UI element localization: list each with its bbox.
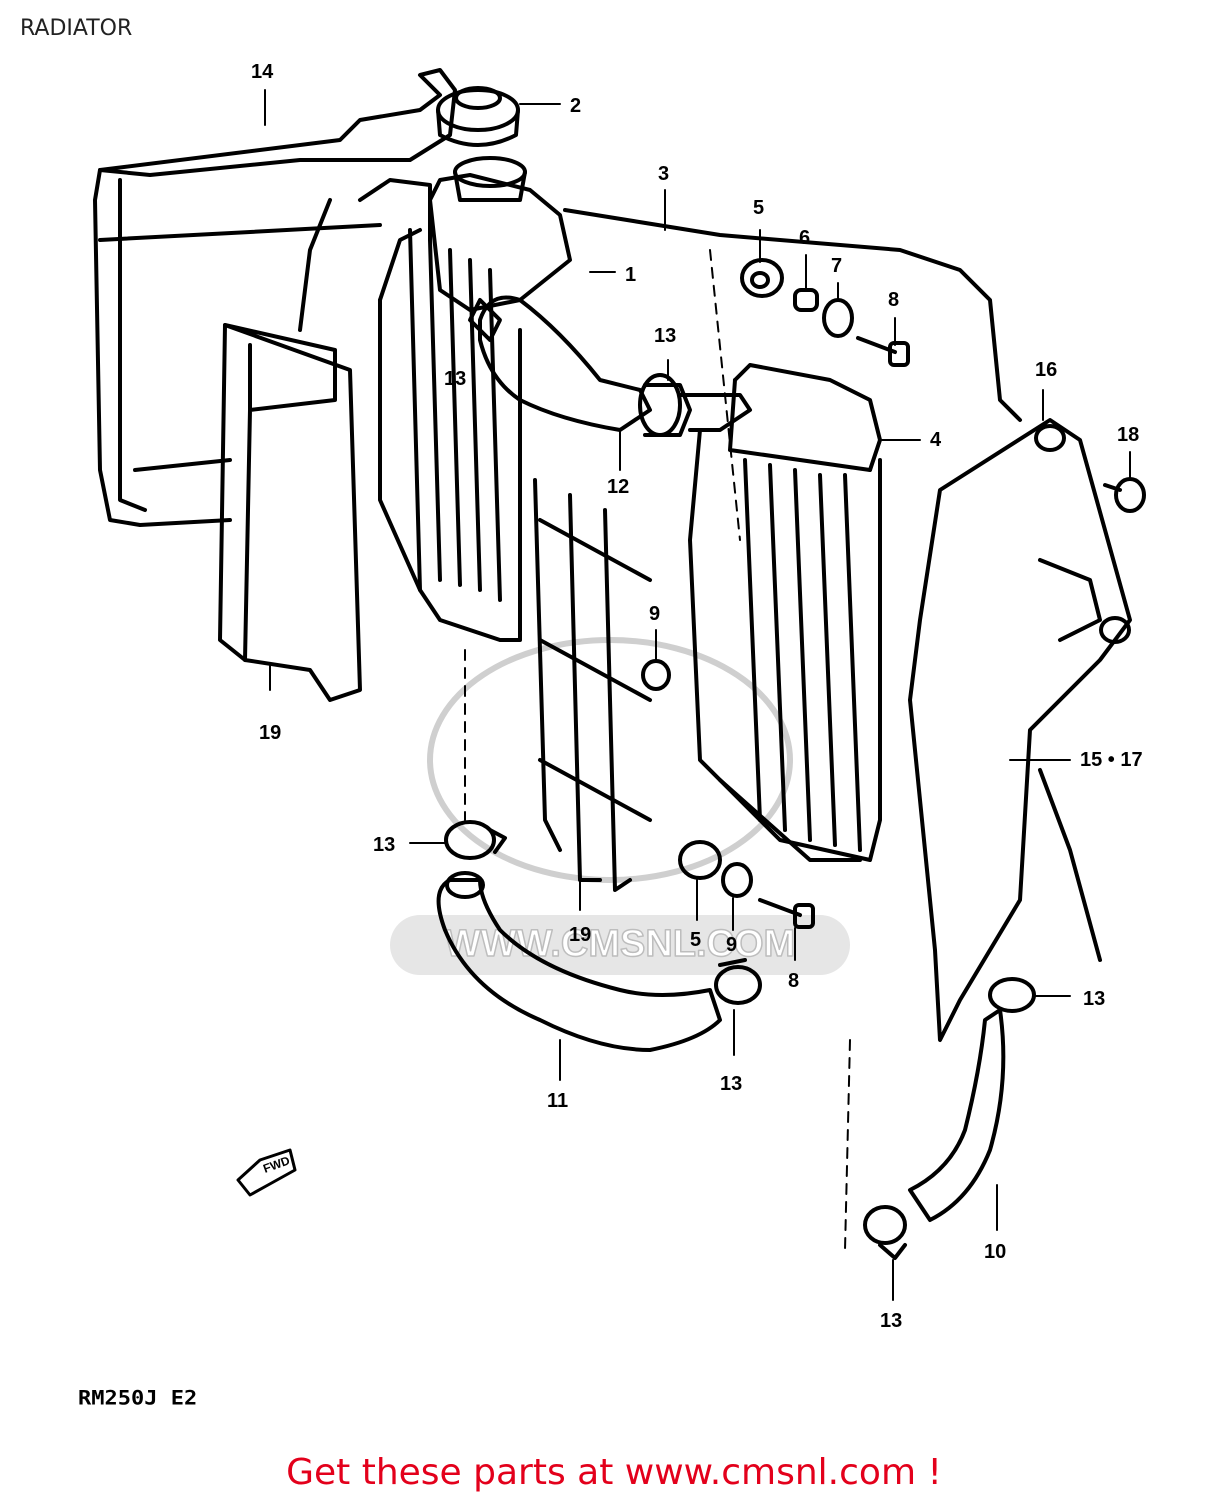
side-shroud-part-15-17 <box>908 418 1132 1042</box>
hose-clamp-left-part-13 <box>444 820 507 860</box>
callout-18: 18 <box>1117 424 1139 446</box>
callout-4: 4 <box>930 429 942 451</box>
callout-5-bottom: 5 <box>690 929 701 951</box>
tube-part-3 <box>563 208 1022 422</box>
callout-6: 6 <box>799 227 810 249</box>
callout-13-bottom: 13 <box>880 1310 902 1332</box>
hose-clamp-lower-part-13 <box>714 958 762 1005</box>
hose-part-11 <box>436 871 722 1052</box>
hose-part-10 <box>908 977 1036 1222</box>
guard-left-part-19 <box>218 323 362 702</box>
callout-13-lower: 13 <box>720 1073 742 1095</box>
callout-13-right: 13 <box>1083 988 1105 1010</box>
callout-11: 11 <box>547 1090 568 1112</box>
callout-2: 2 <box>570 95 581 117</box>
callout-12: 12 <box>607 476 629 498</box>
bolt-part-18 <box>1103 477 1146 513</box>
callout-7: 7 <box>831 255 842 277</box>
model-code: RM250J E2 <box>78 1387 198 1410</box>
forward-arrow-icon <box>236 1148 297 1197</box>
radiator-right-part-4 <box>688 363 882 862</box>
grommet-part-5-top <box>740 258 784 298</box>
hose-upper-connector <box>678 393 752 432</box>
grommet-part-5-bottom <box>678 840 722 880</box>
bolt-part-8-bottom <box>758 898 815 929</box>
callout-leader-lines <box>264 89 1131 1301</box>
washer-part-9-bottom <box>721 862 753 898</box>
watermark-text: WWW.CMSNL.COM <box>445 923 795 965</box>
callout-13-top: 13 <box>654 325 676 347</box>
callout-14: 14 <box>251 61 274 83</box>
promo-link-text[interactable]: Get these parts at www.cmsnl.com ! <box>286 1452 942 1493</box>
radiator-left-part-1 <box>378 156 572 642</box>
callout-9-bottom: 9 <box>726 934 737 956</box>
callout-19-left: 19 <box>259 722 281 744</box>
callout-10: 10 <box>984 1241 1006 1263</box>
callout-8-top: 8 <box>888 289 899 311</box>
hose-part-12 <box>468 295 652 432</box>
washer-part-9-middle <box>641 659 671 691</box>
callout-1: 1 <box>625 264 636 286</box>
hose-clamp-bottom-part-13 <box>863 1205 907 1260</box>
bolt-part-8-top <box>856 336 910 367</box>
callout-9-middle: 9 <box>649 603 660 625</box>
shroud-frame-part-14 <box>93 68 457 527</box>
callout-3: 3 <box>658 163 669 185</box>
radiator-cap-part-2 <box>436 86 520 147</box>
callout-13-left-upper: 13 <box>444 368 466 390</box>
callout-15-17: 15 • 17 <box>1080 749 1143 771</box>
guard-mesh-part-19 <box>533 478 652 892</box>
callout-19-center: 19 <box>569 924 591 946</box>
callout-16: 16 <box>1035 359 1057 381</box>
callout-5-top: 5 <box>753 197 764 219</box>
diagram-title: RADIATOR <box>20 16 133 41</box>
washer-part-7 <box>822 298 854 338</box>
callout-8-bottom: 8 <box>788 970 799 992</box>
collar-part-6 <box>793 288 819 312</box>
hose-clamp-top-part-13 <box>638 373 692 437</box>
callout-13-left: 13 <box>373 834 395 856</box>
